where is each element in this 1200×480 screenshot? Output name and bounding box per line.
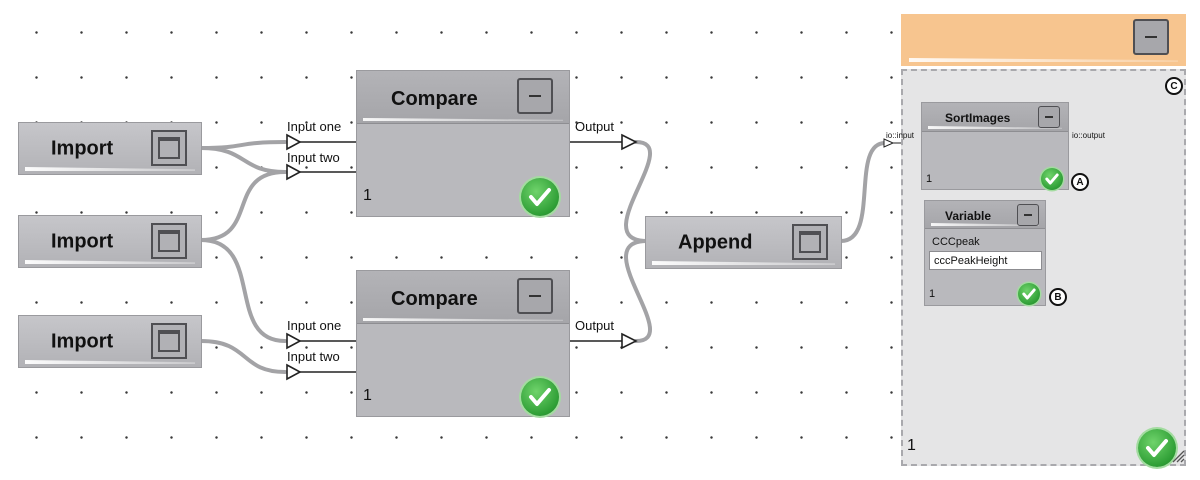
- compare-node-1[interactable]: Compare 1: [356, 70, 570, 217]
- check-icon: [1018, 283, 1040, 305]
- instance-count: 1: [929, 288, 936, 300]
- import-node-title: Import: [51, 230, 114, 252]
- window-icon[interactable]: [151, 323, 187, 359]
- group-header[interactable]: [901, 14, 1186, 66]
- collapse-button[interactable]: [1017, 204, 1039, 226]
- variable-node-title: Variable: [945, 209, 992, 223]
- minus-icon: [1024, 214, 1032, 216]
- group-check-icon: [1138, 429, 1176, 467]
- import-node-3[interactable]: Import: [18, 315, 202, 368]
- variable-field-label: CCCpeak: [932, 236, 980, 248]
- variable-node[interactable]: Variable CCCpeak 1: [924, 200, 1046, 306]
- port-input-c2-1: [286, 332, 302, 350]
- check-icon: [1041, 168, 1063, 190]
- group-count: 1: [907, 437, 916, 454]
- port-input-c2-2: [286, 363, 302, 381]
- compare-node-title: Compare: [391, 88, 478, 110]
- minus-icon: [1145, 36, 1157, 38]
- port-label-output: Output: [575, 318, 615, 333]
- import-node-title: Import: [51, 137, 114, 159]
- append-node[interactable]: Append: [645, 216, 842, 269]
- collapse-button[interactable]: [517, 278, 553, 314]
- wire-import3-compare2-in2: [199, 339, 287, 374]
- port-label-output: Output: [575, 119, 615, 134]
- port-label-io-output: io::output: [1072, 131, 1105, 140]
- port-output-c2: [621, 332, 638, 350]
- wire-import1-compare1-in2: [199, 146, 287, 174]
- window-icon[interactable]: [151, 130, 187, 166]
- port-input-sort: [883, 138, 895, 148]
- import-node-1[interactable]: Import: [18, 122, 202, 175]
- wire-append-sortimages: [839, 141, 887, 243]
- variable-badge: B: [1049, 288, 1067, 306]
- port-label-input-two: Input two: [287, 349, 340, 364]
- instance-count: 1: [363, 187, 372, 204]
- check-icon: [521, 378, 559, 416]
- port-label-input-one: Input one: [287, 318, 342, 333]
- port-output-c1: [621, 133, 638, 151]
- wire-import1-compare1-in1: [199, 140, 287, 150]
- sortimages-node-title: SortImages: [945, 111, 1011, 125]
- collapse-button[interactable]: [1038, 106, 1060, 128]
- minus-icon: [529, 95, 541, 97]
- port-label-input-one: Input one: [287, 119, 342, 134]
- resize-handle-icon[interactable]: [1171, 449, 1185, 463]
- group-badge: C: [1165, 77, 1183, 95]
- instance-count: 1: [363, 387, 372, 404]
- append-node-title: Append: [678, 231, 753, 253]
- port-label-input-two: Input two: [287, 150, 340, 165]
- group-collapse-button[interactable]: [1133, 19, 1169, 55]
- variable-value-input[interactable]: [929, 251, 1042, 270]
- wire-import2-compare1-in2: [199, 170, 287, 242]
- collapse-button[interactable]: [517, 78, 553, 114]
- instance-count: 1: [926, 173, 933, 185]
- wire-import2-compare2-in1: [199, 238, 287, 343]
- minus-icon: [529, 295, 541, 297]
- import-node-2[interactable]: Import: [18, 215, 202, 268]
- window-icon[interactable]: [151, 223, 187, 259]
- compare-node-title: Compare: [391, 288, 478, 310]
- check-icon: [521, 178, 559, 216]
- minus-icon: [1045, 116, 1053, 118]
- sortimages-node[interactable]: SortImages 1: [921, 102, 1069, 190]
- sortimages-badge: A: [1071, 173, 1089, 191]
- window-icon[interactable]: [792, 224, 828, 260]
- import-node-title: Import: [51, 330, 114, 352]
- port-input-c1-2: [286, 163, 302, 181]
- port-input-c1-1: [286, 133, 302, 151]
- compare-node-2[interactable]: Compare 1: [356, 270, 570, 417]
- port-label-io-input: io::input: [886, 131, 915, 140]
